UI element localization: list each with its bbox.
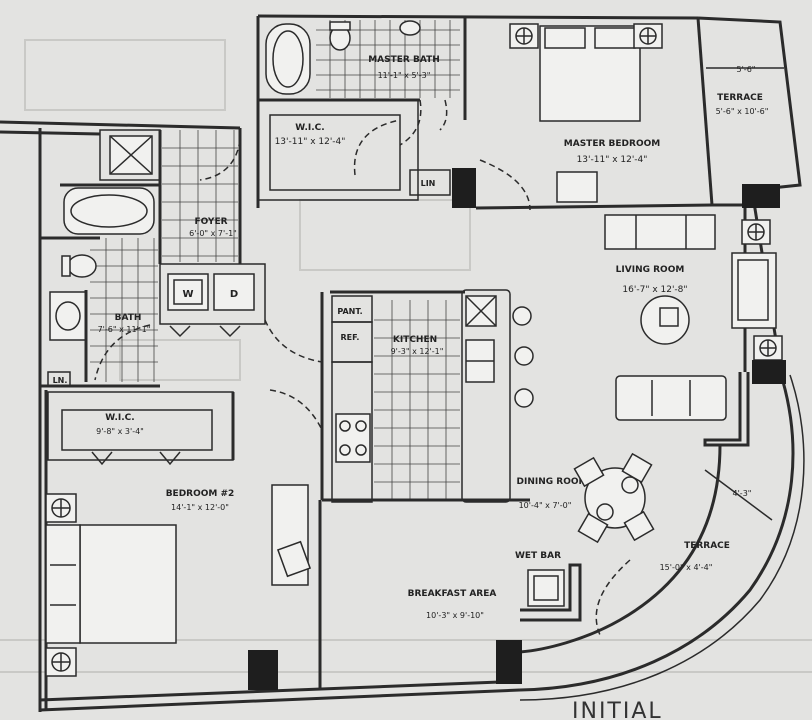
living-room-label: LIVING ROOM [616,265,685,275]
dining-table-icon [584,467,646,529]
master-wic-dims: 13'-11" x 12'-4" [275,137,346,147]
master-bedroom-label: MASTER BEDROOM [564,139,660,149]
cooktop-icon [335,413,371,463]
bar-stool-icon [514,388,534,408]
terrace-top: 5'-6" TERRACE 5'-6" x 10'-6" [716,65,780,208]
bedroom-2: W.I.C. 9'-8" x 3'-4" BEDROOM #2 14'-1" x… [45,391,322,690]
foyer-label: FOYER [194,217,227,227]
tile-grid-kitchen [374,300,460,500]
dining-room-dims: 10'-4" x 7'-0" [519,501,572,510]
kitchen: PANT. REF. KITCHEN 9'-3" x 12'-1" [269,289,534,503]
bar-stool-icon [514,346,534,366]
terrace-top-depth: 5'-6" [737,65,756,74]
bath: BATH 7'-6" x 11'-1" LN. [40,183,160,388]
bedroom2-label: BEDROOM #2 [166,489,235,499]
living-room-dims: 16'-7" x 12'-8" [622,285,687,295]
master-bath-label: MASTER BATH [368,55,440,65]
master-wic: W.I.C. 13'-11" x 12'-4" LIN [257,99,531,211]
master-bedroom-dims: 13'-11" x 12'-4" [577,155,648,165]
tile-grid-foyer [162,130,238,262]
coffee-table-icon [604,214,716,250]
bath-label: BATH [115,313,142,323]
terrace-curved-label: TERRACE [684,541,730,551]
structural-column [752,360,786,384]
terrace-curved-depth: 4'-3" [733,489,752,498]
toilet-icon [67,254,97,278]
master-bedroom: MASTER BEDROOM 13'-11" x 12'-4" [475,23,713,210]
armchair-icon [556,171,598,203]
pantry-label: PANT. [337,307,362,316]
breakfast-area-label: BREAKFAST AREA [408,589,497,599]
tile-grid-bath [90,238,158,382]
terrace-curved: 4'-3" TERRACE 15'-0" x 4'-4" [595,489,752,636]
kitchen-label: KITCHEN [393,335,437,345]
terrace-top-dims: 5'-6" x 10'-6" [716,107,769,116]
bedroom2-wic-label: W.I.C. [105,413,134,423]
structural-column [248,650,278,690]
sofa-icon [615,375,727,421]
wet-bar-label: WET BAR [515,551,561,561]
living-room: LIVING ROOM 16'-7" x 12'-8" [604,214,786,447]
bar-stool-icon [512,306,532,326]
refrigerator-label: REF. [341,333,360,342]
terrace-top-label: TERRACE [717,93,763,103]
breakfast-area: WET BAR BREAKFAST AREA 10'-3" x 9'-10" [322,498,582,684]
dryer-label: D [230,289,238,300]
laundry: W D [159,263,323,363]
washer-label: W [182,289,193,300]
bedroom2-wic-dims: 9'-8" x 3'-4" [96,427,144,436]
bed-icon [79,524,177,644]
initial-stamp: INITIAL [572,699,663,720]
dining-room: DINING ROOM 10'-4" x 7'-0" [517,452,655,544]
terrace-curved-dims: 15'-0" x 4'-4" [660,563,713,572]
dryer-icon [213,273,255,311]
armchair-icon [276,540,312,578]
sink-icon [399,20,421,36]
foyer: FOYER 6'-0" x 7'-1" [99,128,242,264]
foyer-dims: 6'-0" x 7'-1" [189,229,237,238]
breakfast-area-dims: 10'-3" x 9'-10" [426,611,484,620]
master-bath-dims: 11'-1" x 5'-3" [378,71,431,80]
master-wic-label: W.I.C. [295,123,324,133]
bedroom2-dims: 14'-1" x 12'-0" [171,503,229,512]
master-bath: MASTER BATH 11'-1" x 5'-3" [258,18,467,146]
bath-dims: 7'-6" x 11'-1" [98,325,151,334]
linen-master-label: LIN [421,179,436,188]
structural-column [742,184,780,208]
structural-column [452,168,476,208]
dining-room-label: DINING ROOM [517,477,588,487]
kitchen-dims: 9'-3" x 12'-1" [391,347,444,356]
structural-column [496,640,522,684]
linen-small-label: LN. [53,376,68,385]
